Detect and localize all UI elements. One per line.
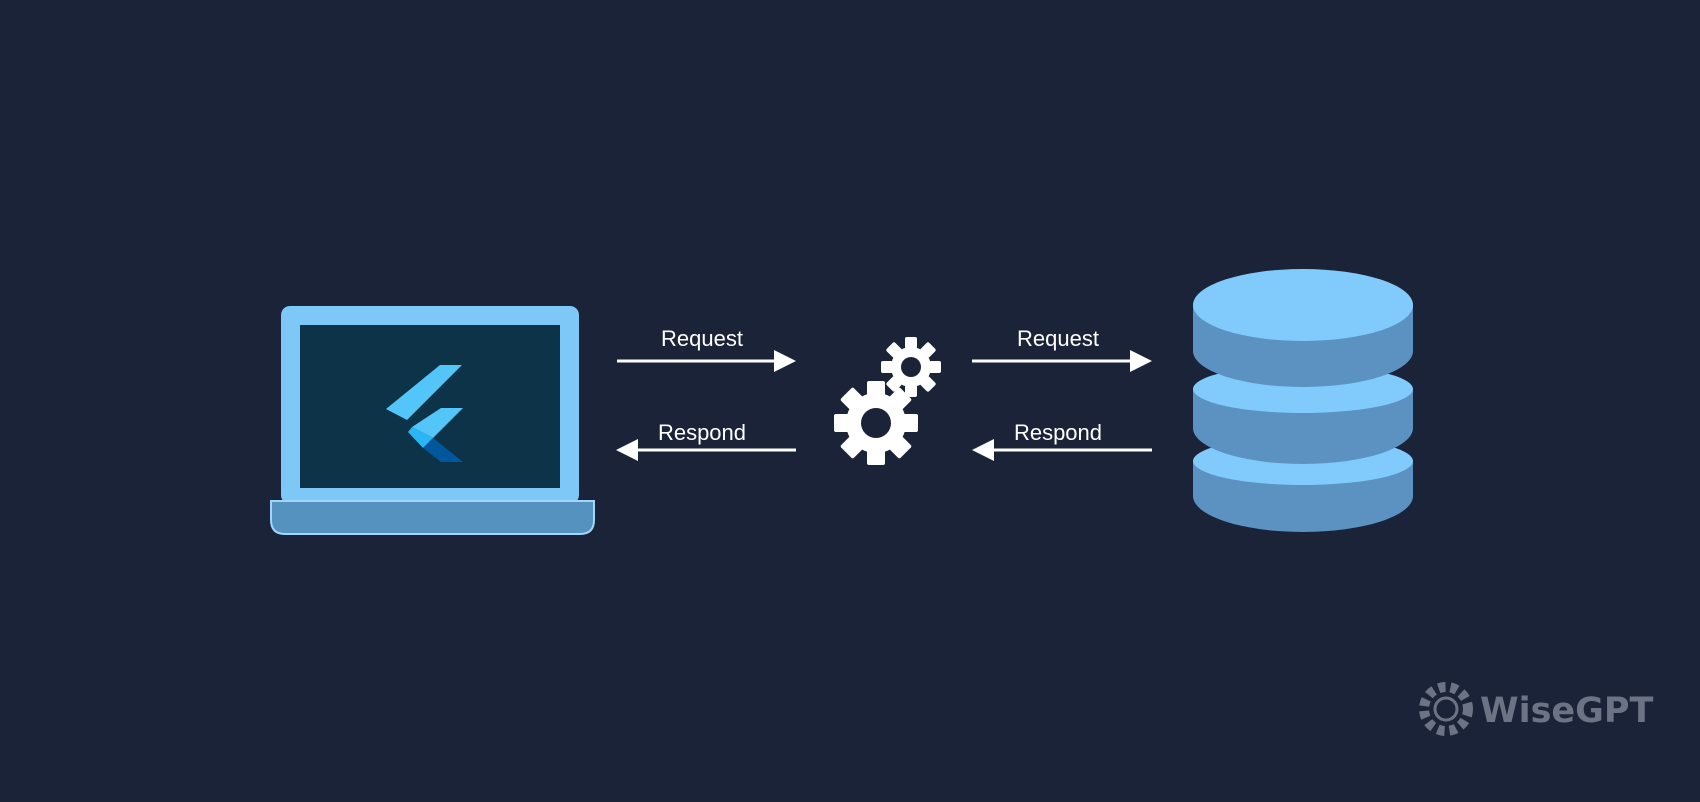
- laptop-screen: [300, 325, 560, 488]
- flutter-logo-icon: [386, 365, 463, 462]
- arrow-label-request-left: Request: [661, 326, 743, 351]
- arrow-head-right-db: [1130, 350, 1152, 372]
- flow-client-to-server-request: Request: [617, 326, 796, 372]
- flutter-logo-top-bar: [386, 365, 462, 420]
- arrow-head-right: [774, 350, 796, 372]
- watermark-text: WiseGPT: [1480, 691, 1654, 731]
- flow-server-to-db-request: Request: [972, 326, 1152, 372]
- gear-large-icon: [834, 381, 918, 465]
- arrow-head-left: [616, 439, 638, 461]
- flow-server-to-client-respond: Respond: [616, 420, 796, 461]
- arrow-label-respond-left: Respond: [658, 420, 746, 445]
- flow-db-to-server-respond: Respond: [972, 420, 1152, 461]
- laptop-base: [270, 500, 595, 535]
- database-icon: [1193, 269, 1413, 532]
- laptop-icon: [270, 306, 595, 535]
- flutter-logo-middle-bar: [412, 408, 463, 438]
- gear-small-icon: [881, 337, 941, 397]
- arrow-label-respond-right: Respond: [1014, 420, 1102, 445]
- flutter-logo-lower-right: [423, 438, 463, 462]
- arrow-head-left-db: [972, 439, 994, 461]
- arrow-label-request-right: Request: [1017, 326, 1099, 351]
- watermark: WiseGPT: [1419, 682, 1654, 736]
- flutter-logo-lower-left: [408, 427, 433, 448]
- database-disk-top: [1193, 269, 1413, 387]
- gears-icon: [834, 337, 941, 465]
- wisegpt-logo-icon: [1419, 682, 1473, 736]
